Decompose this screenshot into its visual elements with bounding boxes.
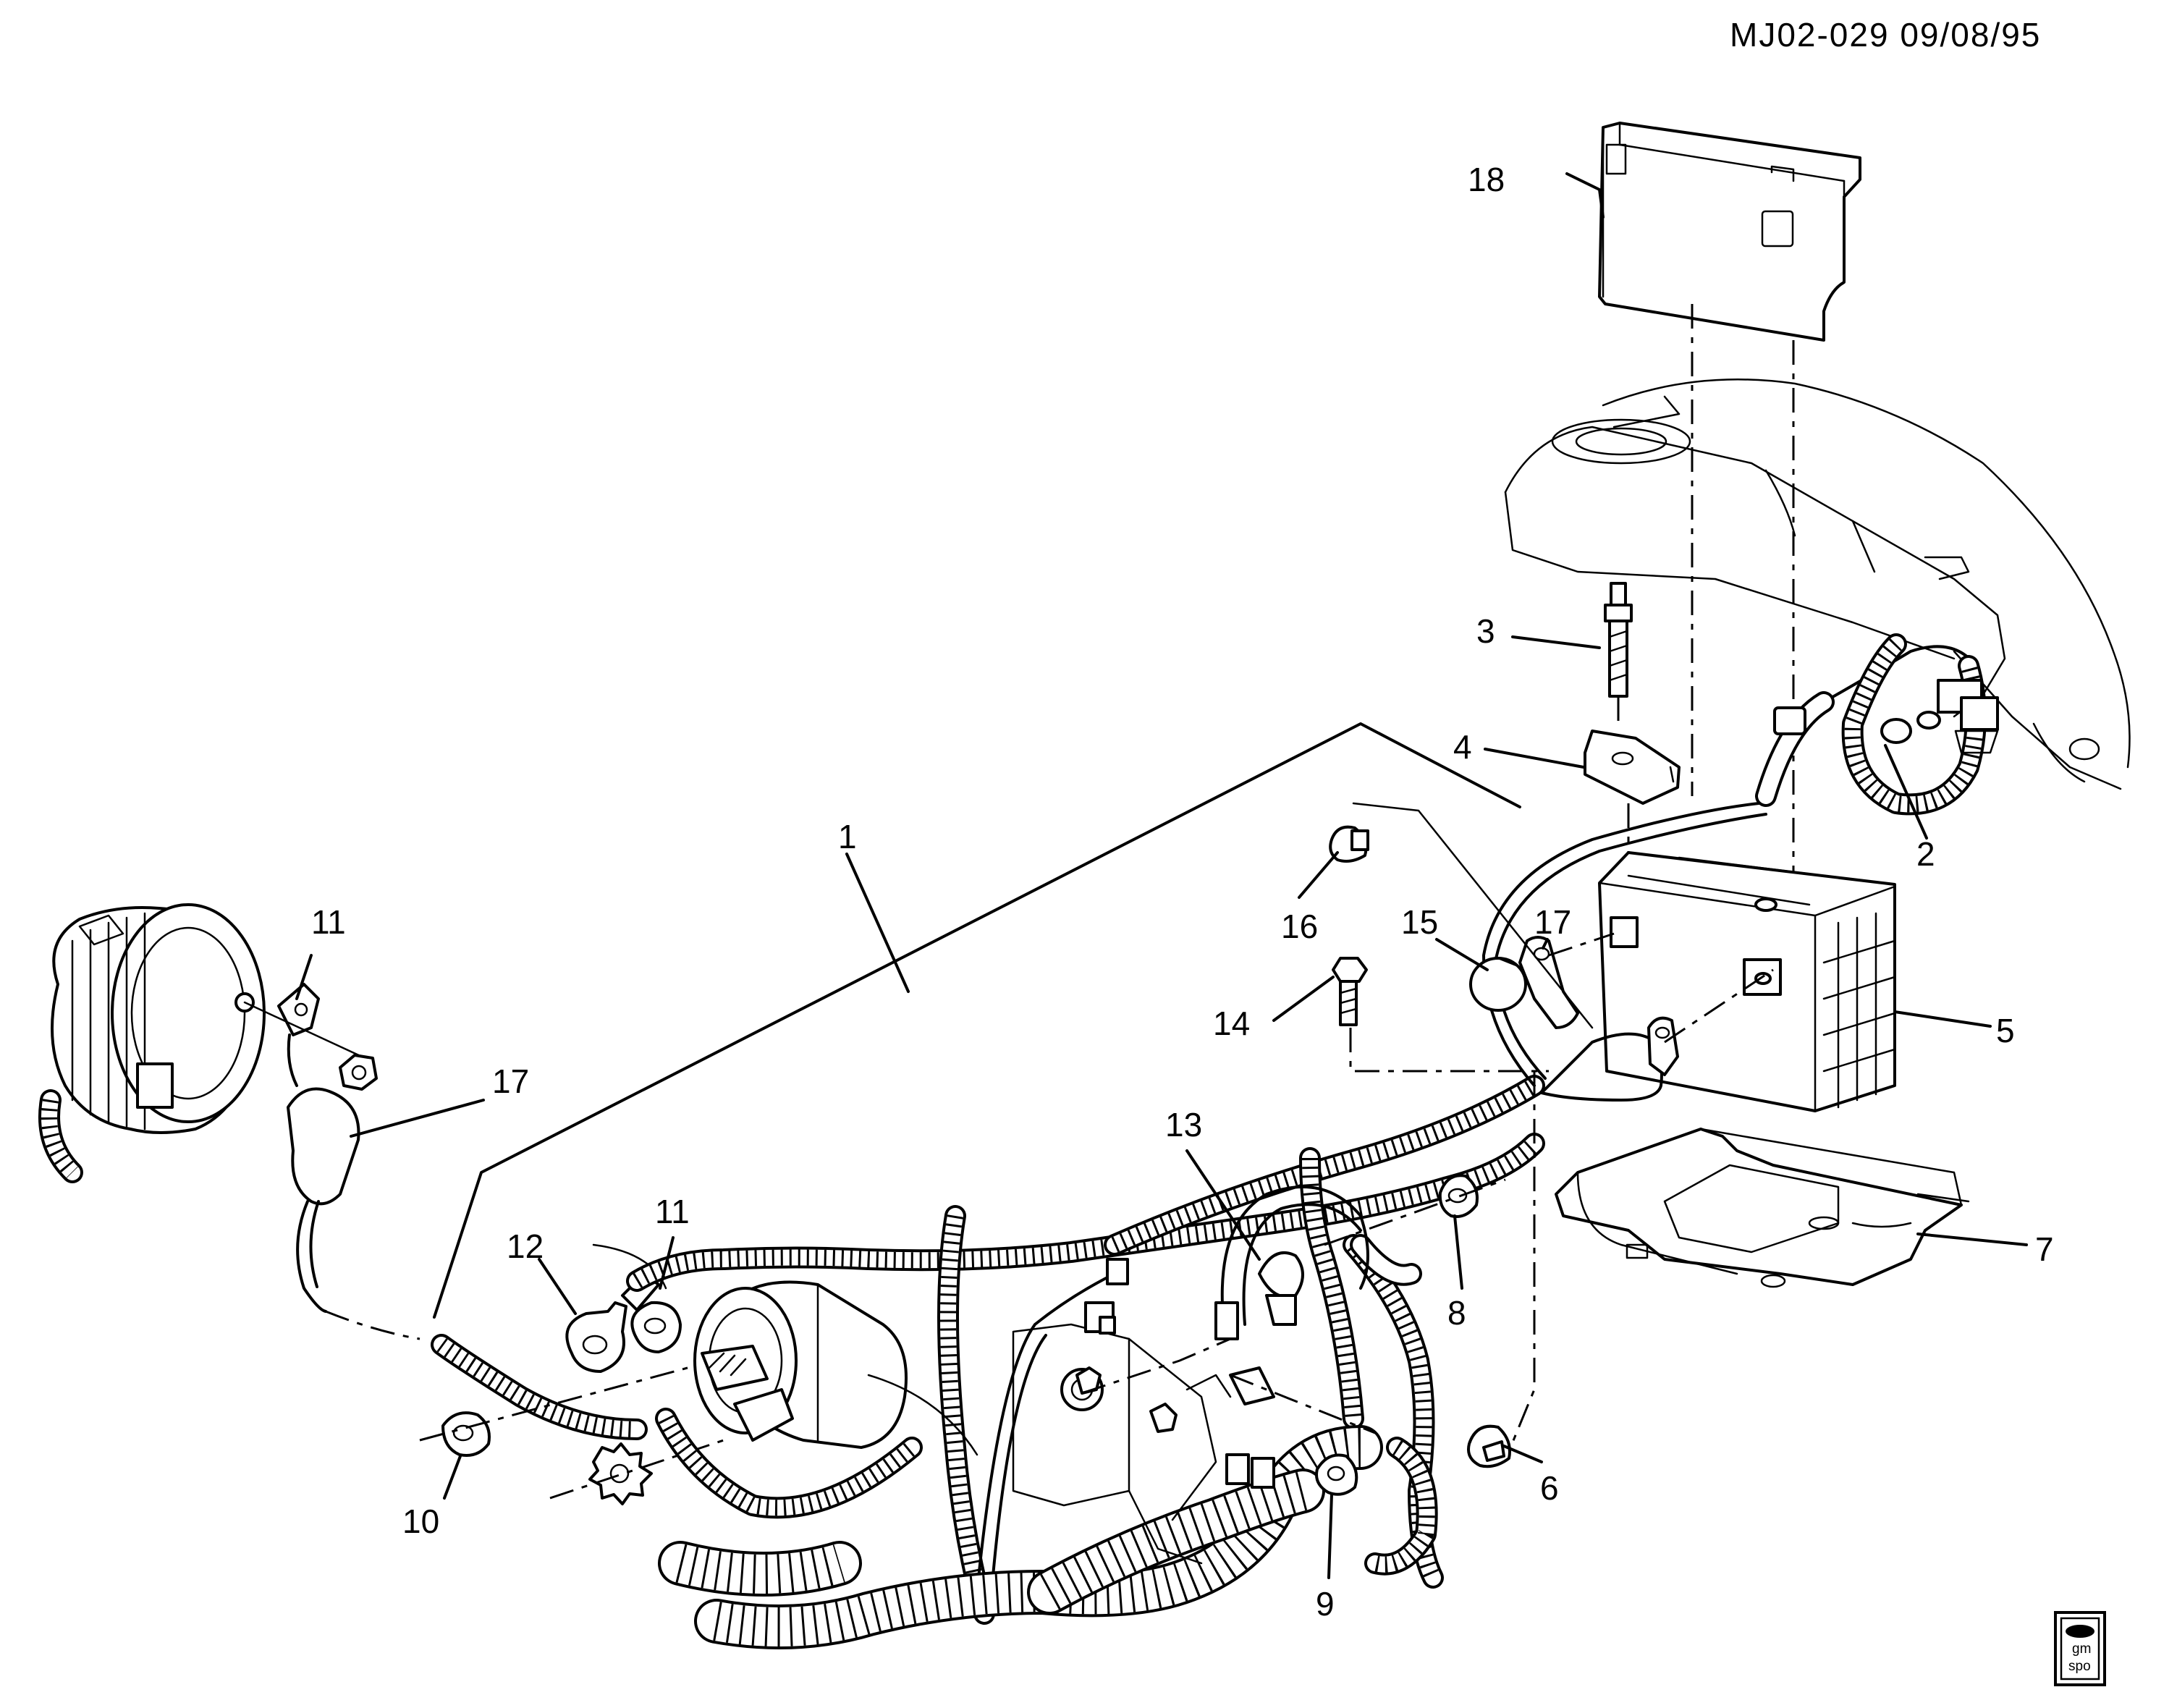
callout-15: 15: [1401, 903, 1438, 941]
part-14-bolt: [1332, 957, 1368, 1026]
star-washer: [588, 1442, 653, 1505]
guide-bolt-14: [1349, 1028, 1549, 1073]
body-structure: [1504, 379, 2131, 790]
part-16-bolt: [1329, 825, 1369, 863]
guide-harness-bolt: [1081, 1337, 1231, 1395]
logo-line-2: spo: [2068, 1659, 2091, 1674]
part-8-nut: [1438, 1174, 1479, 1218]
callout-14: 14: [1213, 1005, 1250, 1042]
guide-cable-18: [325, 1310, 420, 1340]
part-6-bolt: [1467, 1424, 1511, 1468]
part-12-lug: [565, 1301, 627, 1373]
callout-9: 9: [1316, 1585, 1335, 1623]
callout-3: 3: [1476, 612, 1495, 650]
part-3-stud: [1604, 582, 1633, 698]
generator: [38, 903, 266, 1183]
harness-bolt: [1075, 1366, 1178, 1433]
callout-5: 5: [1996, 1012, 2015, 1049]
main-harness: [626, 802, 1767, 1625]
callout-1: 1: [838, 818, 857, 855]
callout-13: 13: [1165, 1106, 1202, 1143]
callout-11-starter: 11: [655, 1193, 690, 1230]
callout-2: 2: [1916, 835, 1935, 873]
leaders: [295, 172, 2028, 1579]
part-9-nut: [1315, 1453, 1358, 1496]
gm-spo-logo: gm spo: [2054, 1611, 2106, 1686]
part-7-battery-tray: [1555, 1128, 1970, 1288]
callout-19: 18: [1468, 161, 1505, 198]
leader-16-path: [1352, 802, 1594, 1029]
guide-bolt-6: [1508, 1071, 1536, 1452]
negative-terminal: [1647, 1016, 1679, 1076]
part-1-leader: [433, 722, 1521, 1319]
harness-connectors: [1084, 1251, 1304, 1489]
gen-nut: [339, 1054, 378, 1091]
guide-part-8: [1324, 1178, 1506, 1246]
callout-16: 16: [1281, 908, 1318, 945]
guide-terminal-17: [1548, 932, 1615, 957]
callout-6: 6: [1540, 1469, 1559, 1507]
guide-gen-stud: [243, 1001, 363, 1058]
guide-neg-terminal: [1664, 968, 1774, 1044]
part-17-terminal: [1518, 936, 1579, 1029]
part-5-battery: [1598, 851, 1896, 1112]
logo-line-1: gm: [2072, 1641, 2091, 1657]
callout-11-generator: 11: [311, 903, 346, 941]
callout-7: 7: [2035, 1230, 2054, 1268]
part-19-battery-cover: [1598, 122, 1861, 342]
callout-8: 8: [1447, 1294, 1466, 1332]
callout-labels: 18 3 4 2 5 7 6 8 9 10 11 11 12 13 14 15 …: [311, 161, 2054, 1623]
part-2-cable: [1755, 633, 1999, 816]
callout-4: 4: [1453, 728, 1472, 766]
part-4-bracket: [1584, 730, 1681, 805]
callout-18: 17: [492, 1062, 529, 1100]
lower-conduit: [658, 1425, 1383, 1649]
starter: [592, 1243, 908, 1449]
callout-17: 17: [1534, 903, 1571, 941]
part-10-nut: [441, 1411, 491, 1457]
callout-12: 12: [507, 1227, 544, 1265]
callout-10: 10: [402, 1502, 439, 1540]
part-18-cable-boot: [287, 1033, 360, 1313]
diagram-code: MJ02-029 09/08/95: [1730, 16, 2041, 54]
guide-harness-nut: [1230, 1374, 1376, 1434]
